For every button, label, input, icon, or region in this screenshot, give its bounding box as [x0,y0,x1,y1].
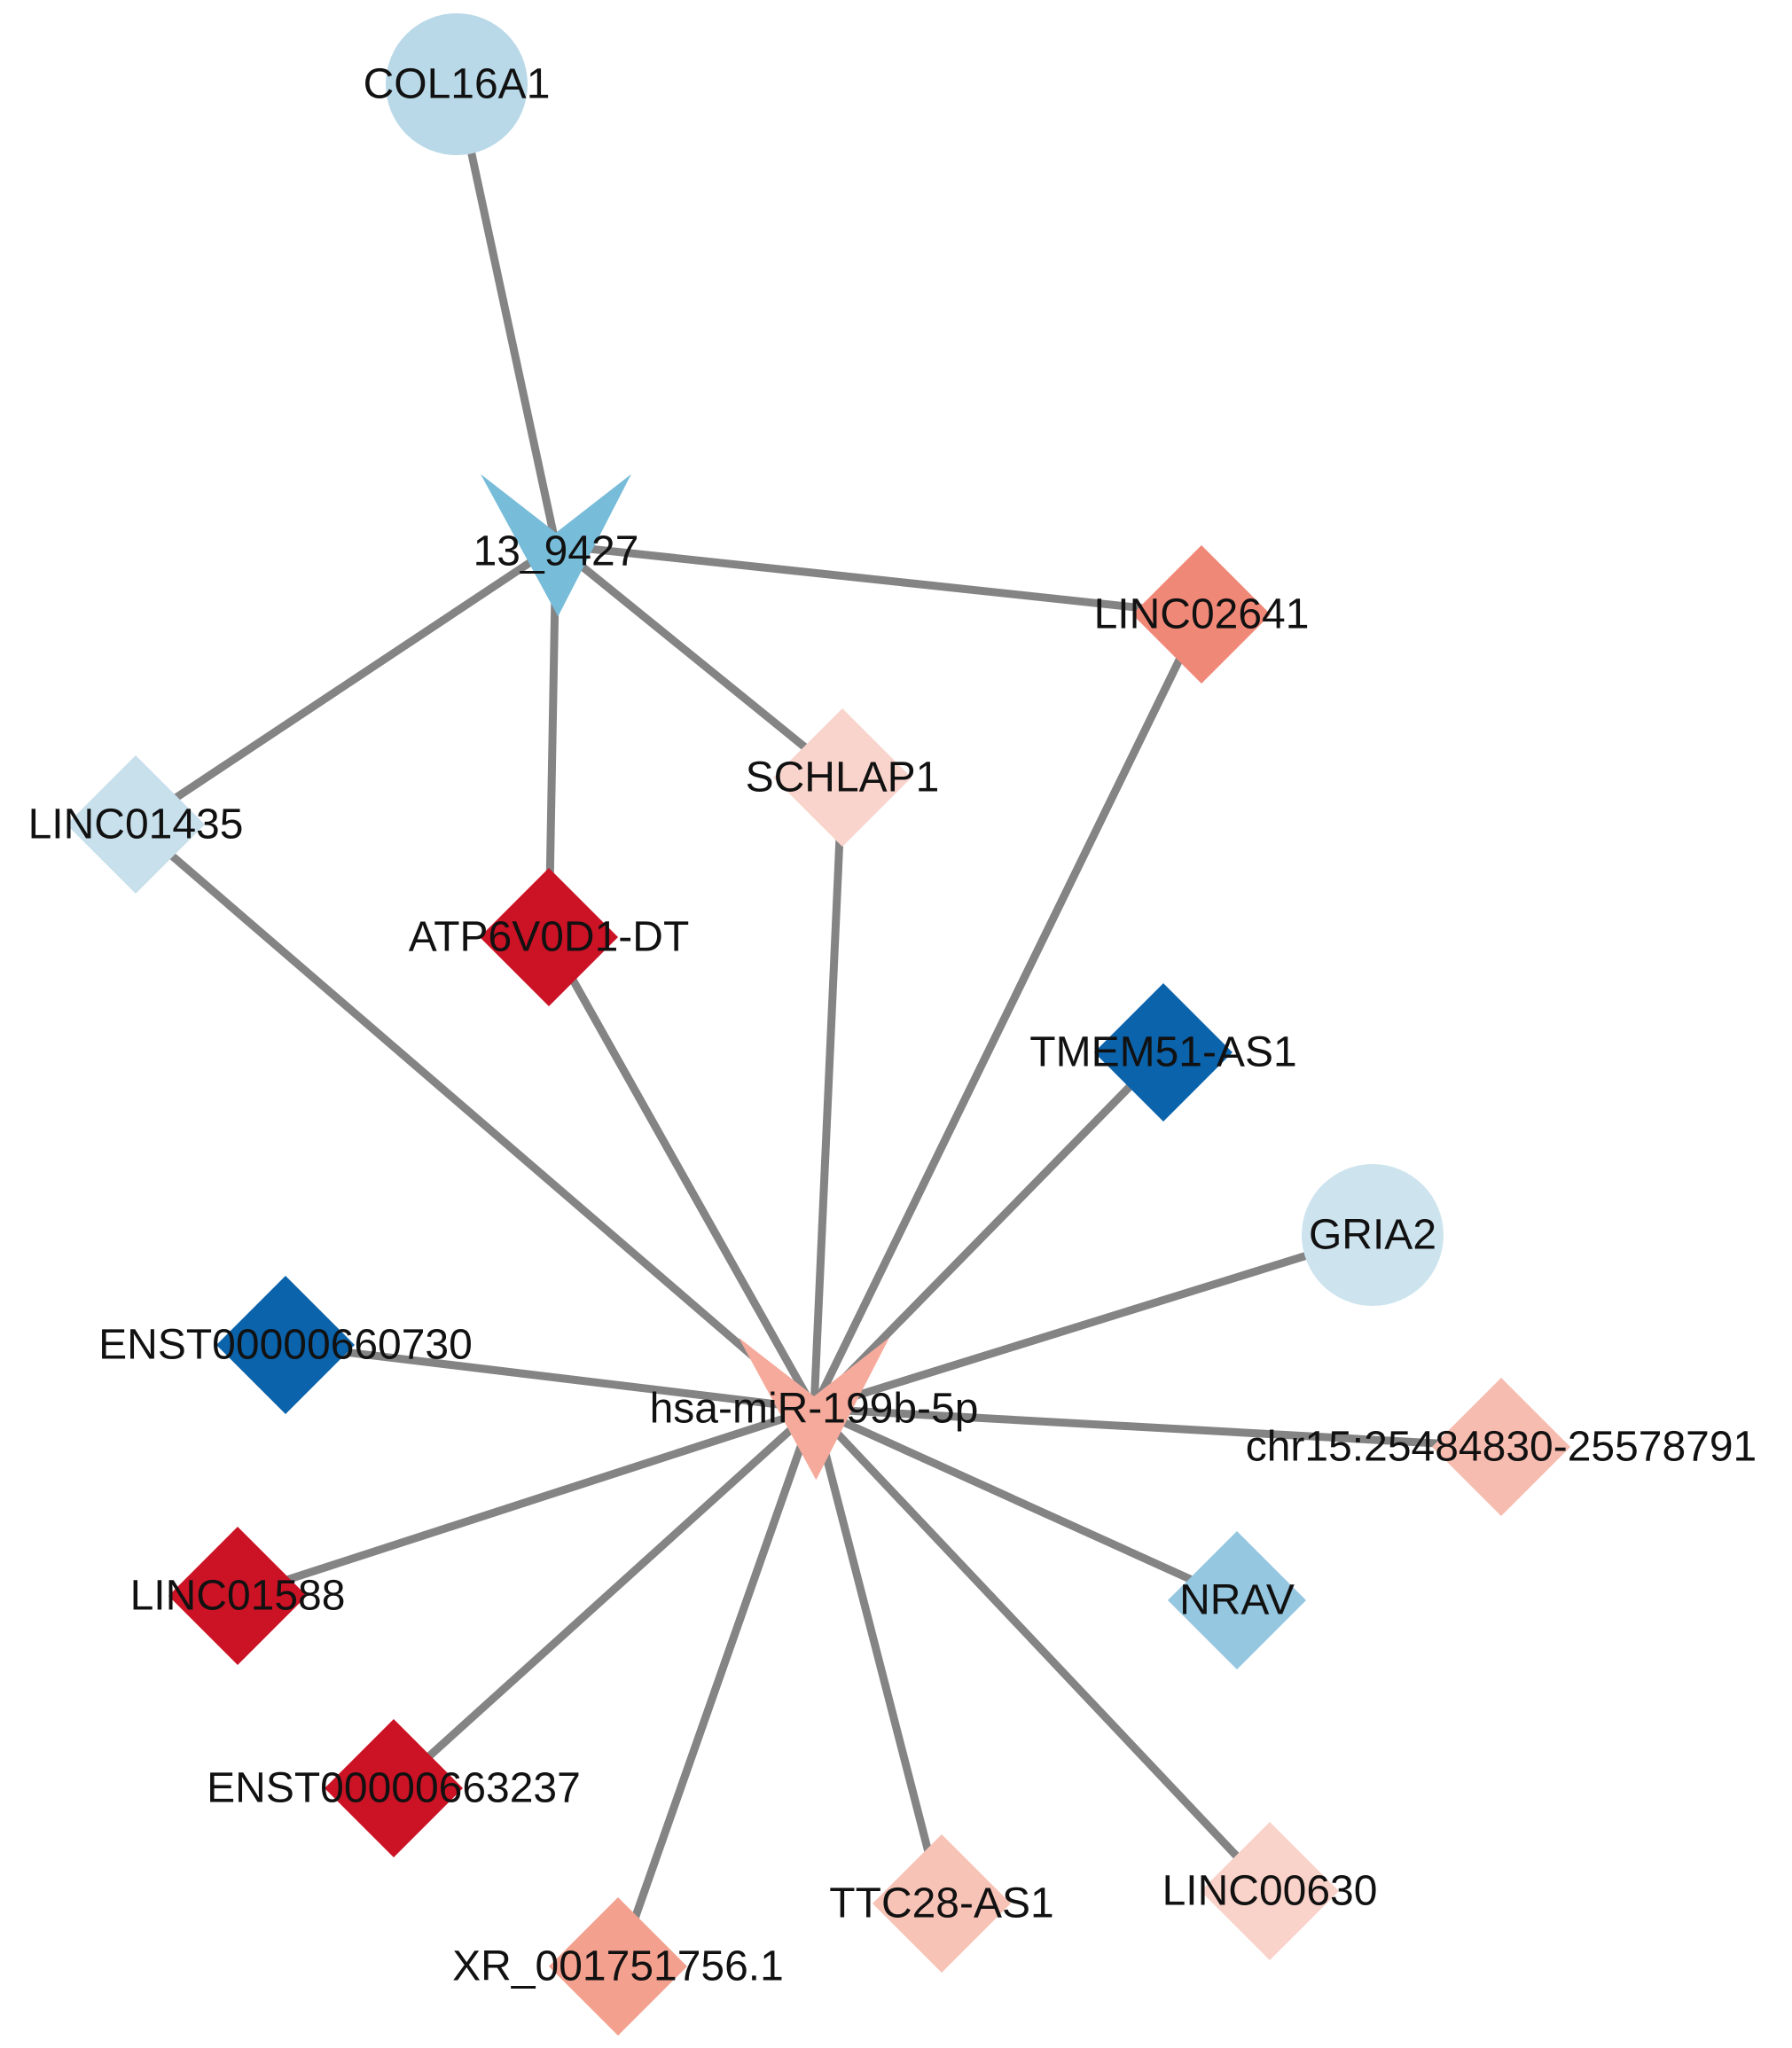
node-label-linc01435: LINC01435 [28,801,244,848]
node-label-nrav: NRAV [1179,1577,1295,1624]
edge-mir199b-ttc28_as1 [810,1404,946,1908]
edges-layer [131,80,1506,1971]
labels-layer: COL16A1 13_9427LINC02641SCHLAP1LINC01435A… [28,61,1757,1990]
node-label-mir199b: hsa-miR-199b-5p [650,1386,979,1433]
edge-mir199b-linc01588 [233,1404,818,1600]
node-col16a1[interactable] [386,13,528,155]
node-label-linc02641: LINC02641 [1094,591,1310,638]
edge-n13_9427-schlap1 [552,541,847,782]
edge-mir199b-gria2 [810,1231,1377,1413]
node-label-schlap1: SCHLAP1 [746,754,940,801]
node-label-atp6v0d1_dt: ATP6V0D1-DT [409,914,690,961]
edge-mir199b-linc01435 [131,820,818,1413]
node-atp6v0d1_dt[interactable] [480,868,618,1006]
node-nrav[interactable] [1168,1531,1306,1669]
node-label-gria2: GRIA2 [1309,1212,1436,1259]
node-mir199b[interactable] [739,1337,889,1481]
node-linc01588[interactable] [168,1527,307,1665]
nodes-layer [67,13,1570,2036]
node-enst663237[interactable] [325,1719,463,1857]
node-n13_9427[interactable] [481,473,631,617]
edge-mir199b-tmem51_as1 [810,1048,1168,1413]
node-tmem51_as1[interactable] [1094,983,1232,1122]
edge-n13_9427-linc02641 [552,541,1206,619]
node-gria2[interactable] [1302,1164,1444,1306]
edge-mir199b-chr15 [810,1404,1506,1451]
node-label-enst663237: ENST00000663237 [207,1765,581,1812]
node-chr15[interactable] [1432,1378,1570,1516]
edge-mir199b-nrav [810,1404,1241,1605]
node-label-xr_001751756: XR_001751756.1 [452,1943,784,1990]
node-label-tmem51_as1: TMEM51-AS1 [1029,1029,1296,1076]
node-label-n13_9427: 13_9427 [473,528,639,575]
edge-mir199b-xr_001751756 [614,1404,818,1971]
edge-mir199b-enst663237 [389,1404,818,1793]
node-schlap1[interactable] [773,708,912,847]
node-label-col16a1: COL16A1 [364,61,551,108]
node-linc02641[interactable] [1132,545,1271,684]
edge-mir199b-linc02641 [810,610,1206,1413]
edge-mir199b-linc00630 [810,1404,1274,1896]
node-label-ttc28_as1: TTC28-AS1 [829,1880,1053,1927]
node-enst660730[interactable] [216,1276,355,1414]
edge-mir199b-enst660730 [281,1341,818,1413]
node-linc01435[interactable] [67,755,205,894]
node-ttc28_as1[interactable] [873,1834,1011,1973]
node-label-enst660730: ENST00000660730 [98,1322,473,1369]
node-label-chr15: chr15:25484830-25578791 [1246,1424,1757,1471]
edge-col16a1-n13_9427 [452,80,560,550]
edge-n13_9427-linc01435 [131,541,560,829]
node-label-linc00630: LINC00630 [1162,1868,1378,1915]
edge-mir199b-schlap1 [810,773,847,1413]
node-xr_001751756[interactable] [549,1897,687,2036]
edge-mir199b-atp6v0d1_dt [544,933,818,1413]
node-label-linc01588: LINC01588 [130,1573,346,1620]
node-linc00630[interactable] [1201,1822,1339,1960]
